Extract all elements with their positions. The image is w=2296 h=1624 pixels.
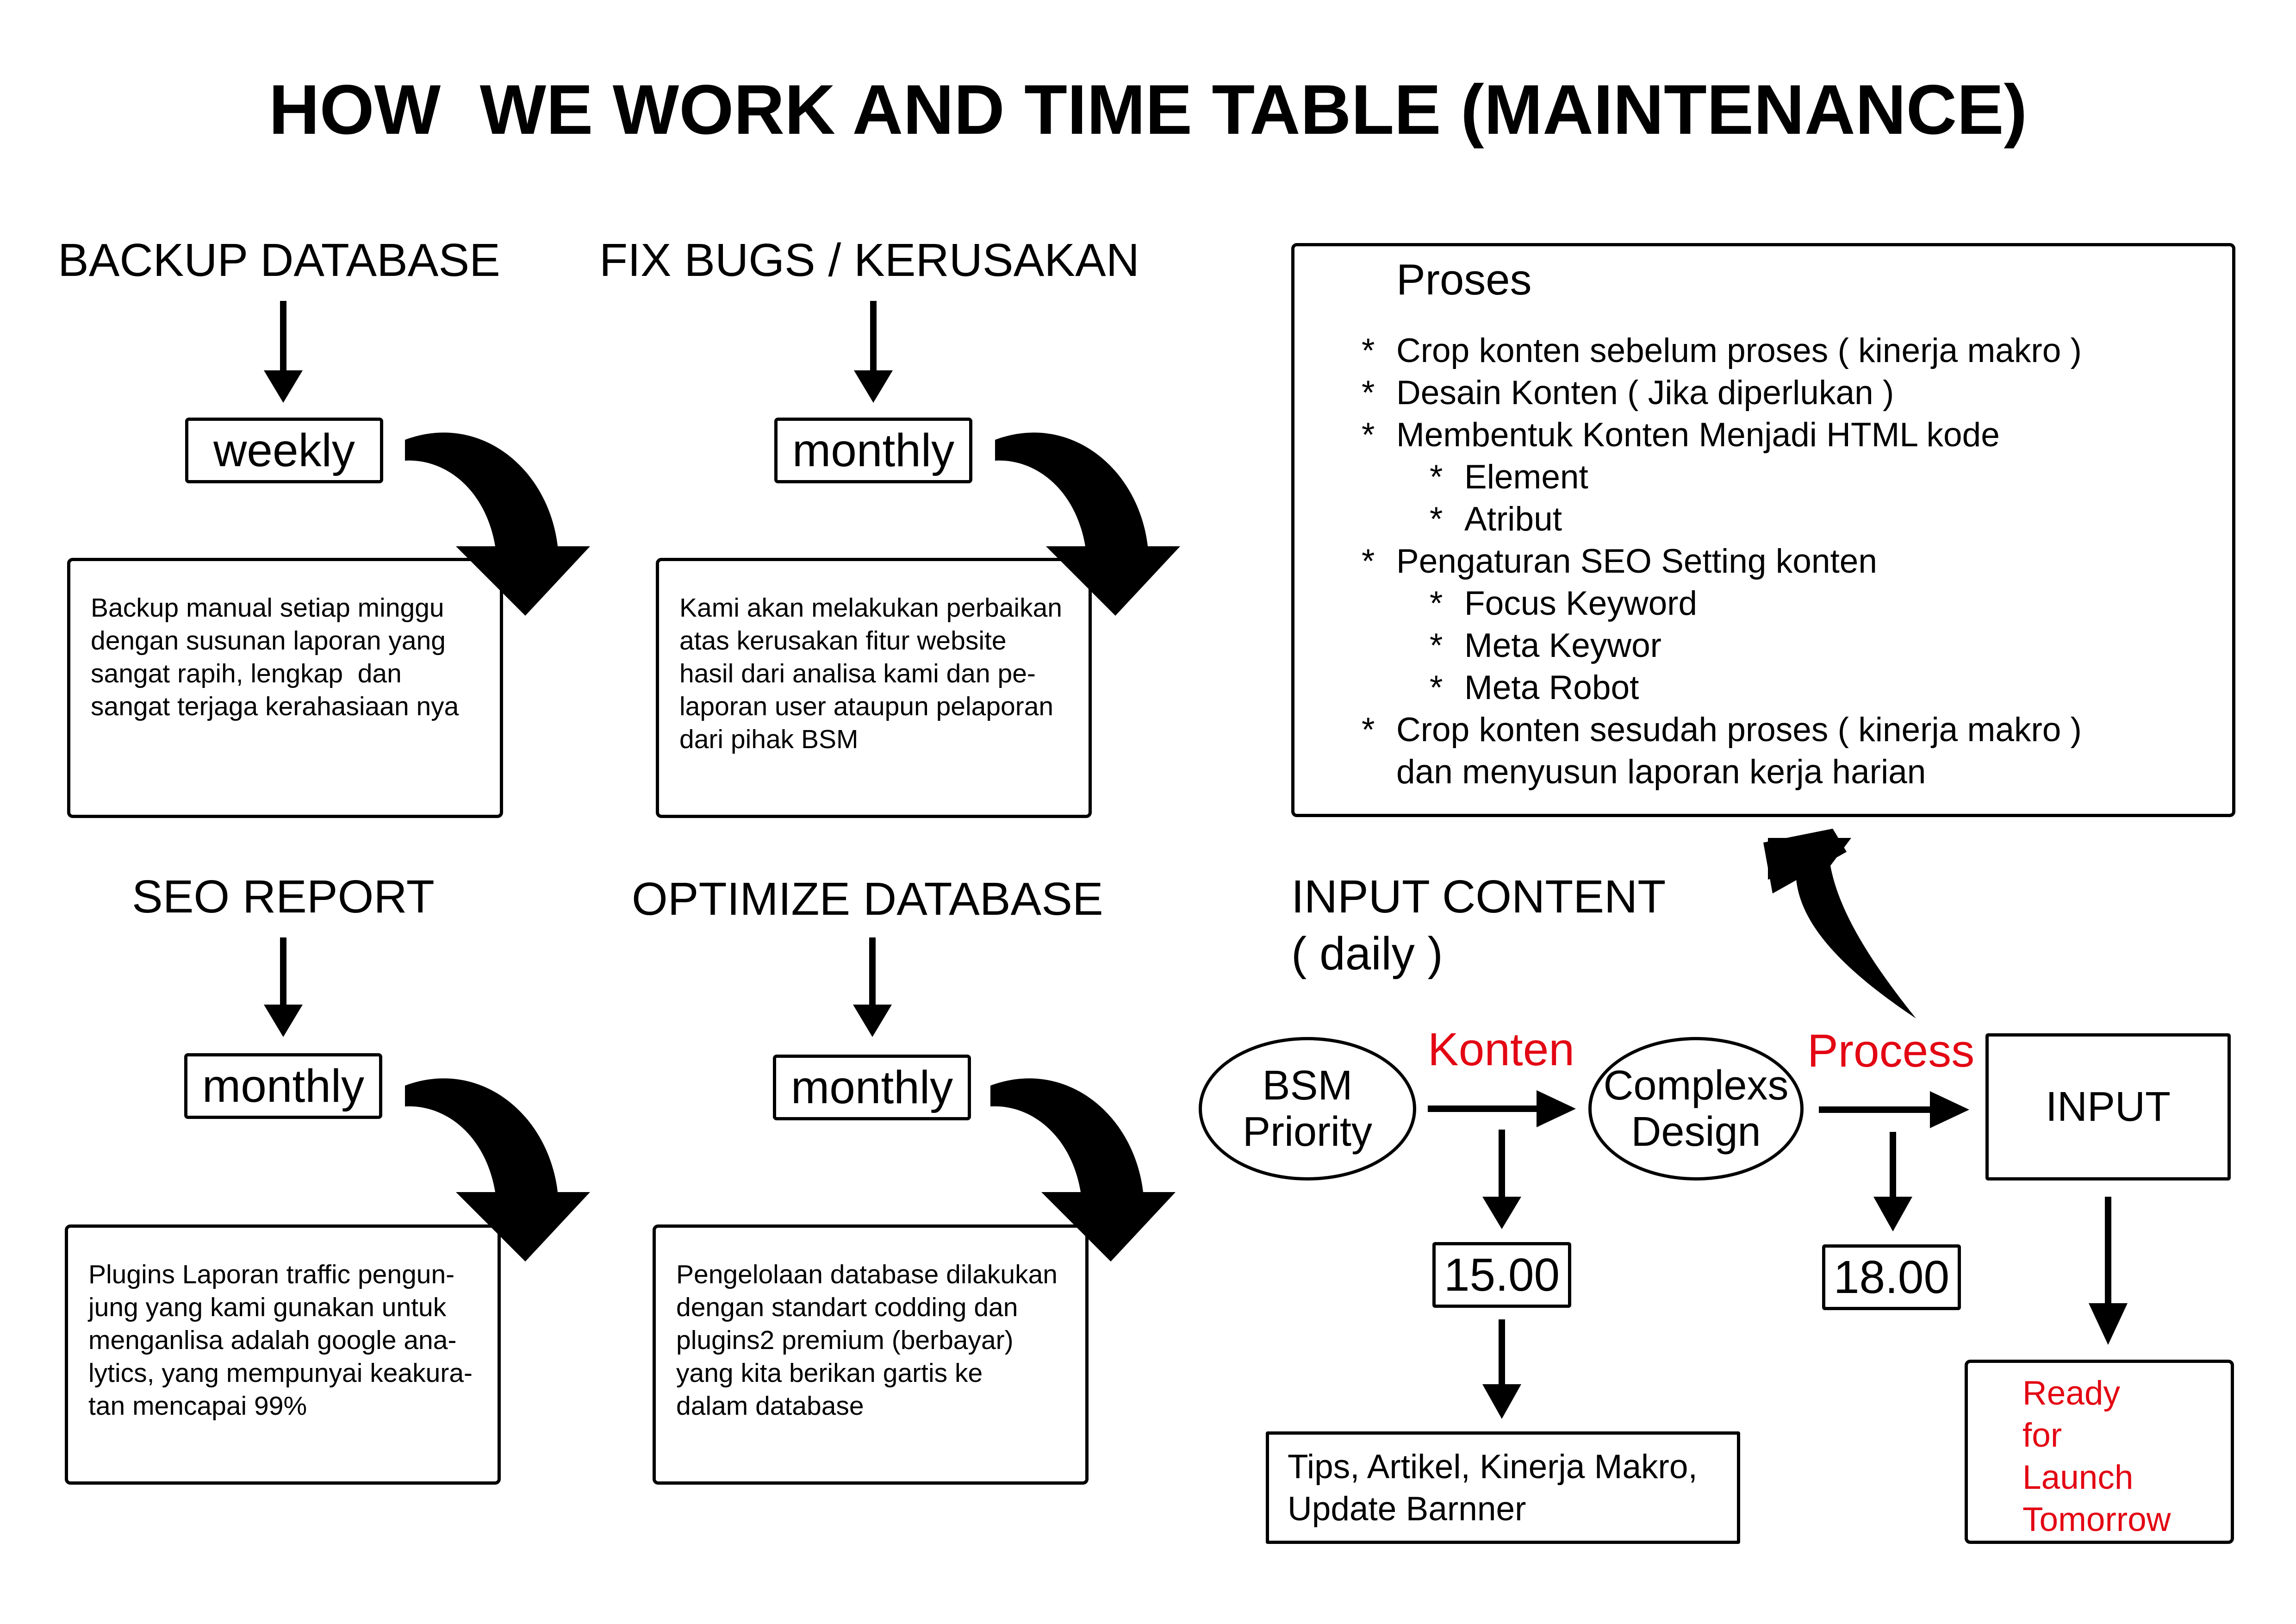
curved-arrow-icon: [995, 432, 1180, 616]
bullet-star: *: [1362, 332, 1375, 369]
proses-item-text: dan menyusun laporan kerja harian: [1396, 753, 1926, 791]
proses-item: dan menyusun laporan kerja harian: [1362, 751, 2082, 793]
fixbugs-description: Kami akan melakukan perbaikan atas kerus…: [656, 558, 1092, 818]
bullet-star: *: [1430, 585, 1443, 622]
proses-item: * Desain Konten ( Jika diperlukan ): [1362, 372, 2082, 414]
proses-item-text: Crop konten sebelum proses ( kinerja mak…: [1396, 332, 2082, 369]
proses-item-text: Atribut: [1464, 500, 1562, 538]
page-title: HOW WE WORK AND TIME TABLE (MAINTENANCE): [268, 70, 2028, 149]
arrow-down-icon: [853, 937, 892, 1037]
proses-item-text: Meta Robot: [1464, 669, 1639, 706]
proses-panel: Proses * Crop konten sebelum proses ( kin…: [1291, 243, 2235, 817]
bullet-star: *: [1362, 711, 1375, 749]
arrow-down-icon: [264, 937, 303, 1037]
arrow-down-icon: [1482, 1319, 1521, 1419]
proses-item: * Meta Robot: [1430, 667, 2082, 709]
proses-title: Proses: [1396, 255, 1532, 304]
proses-item: * Atribut: [1430, 498, 2082, 540]
proses-item: * Focus Keyword: [1430, 582, 2082, 625]
time-1500-badge: 15.00: [1432, 1242, 1571, 1308]
input-content-heading: INPUT CONTENT: [1291, 871, 1666, 923]
seo-report-heading: SEO REPORT: [132, 871, 435, 923]
input-node: INPUT: [1985, 1033, 2231, 1181]
backup-database-heading: BACKUP DATABASE: [58, 234, 500, 286]
proses-item-text: Crop konten sesudah proses ( kinerja mak…: [1396, 711, 2082, 749]
proses-item: * Pengaturan SEO Setting konten: [1362, 540, 2082, 582]
bsm-priority-node: BSM Priority: [1199, 1037, 1416, 1181]
proses-item: * Meta Keywor: [1430, 625, 2082, 667]
arrow-down-icon: [1482, 1130, 1521, 1229]
curved-up-arrow-icon: [1763, 829, 1916, 1018]
proses-list: * Crop konten sebelum proses ( kinerja ma…: [1362, 330, 2082, 793]
proses-item: * Crop konten sebelum proses ( kinerja ma…: [1362, 330, 2082, 372]
bullet-star: *: [1430, 627, 1443, 664]
bullet-star: *: [1362, 416, 1375, 454]
backup-frequency-badge: weekly: [185, 418, 383, 483]
bullet-star: *: [1362, 374, 1375, 412]
arrow-right-icon: [1428, 1090, 1576, 1127]
bullet-star: *: [1430, 458, 1443, 496]
input-content-subheading: ( daily ): [1291, 928, 1443, 980]
optimize-frequency-badge: monthly: [773, 1055, 971, 1120]
arrow-down-icon: [2089, 1197, 2128, 1345]
curved-arrow-icon: [990, 1078, 1176, 1262]
proses-item-text: Pengaturan SEO Setting konten: [1396, 543, 1877, 580]
fixbugs-frequency-badge: monthly: [774, 418, 972, 483]
tips-box: Tips, Artikel, Kinerja Makro, Update Bar…: [1266, 1431, 1740, 1544]
konten-label: Konten: [1428, 1024, 1574, 1075]
proses-item-text: Element: [1464, 458, 1588, 496]
bullet-star: *: [1430, 500, 1443, 538]
process-label: Process: [1807, 1025, 1975, 1077]
curved-arrow-icon: [405, 1078, 590, 1262]
ready-for-launch-box: Ready for Launch Tomorrow: [1965, 1360, 2234, 1544]
time-1800-badge: 18.00: [1822, 1244, 1961, 1310]
proses-item-text: Membentuk Konten Menjadi HTML kode: [1396, 416, 2000, 454]
fix-bugs-heading: FIX BUGS / KERUSAKAN: [599, 234, 1139, 286]
seo-description: Plugins Laporan traffic pengun- jung yan…: [65, 1224, 501, 1485]
proses-item: * Crop konten sesudah proses ( kinerja ma…: [1362, 709, 2082, 751]
bullet-star: *: [1362, 543, 1375, 580]
curved-arrow-icon: [405, 432, 590, 616]
proses-item: * Membentuk Konten Menjadi HTML kode: [1362, 414, 2082, 456]
arrow-down-icon: [854, 301, 893, 403]
arrow-down-icon: [1873, 1132, 1912, 1231]
proses-item-text: Desain Konten ( Jika diperlukan ): [1396, 374, 1894, 412]
proses-item: * Element: [1430, 456, 2082, 498]
optimize-description: Pengelolaan database dilakukan dengan st…: [653, 1224, 1089, 1485]
proses-item-text: Focus Keyword: [1464, 585, 1698, 622]
seo-frequency-badge: monthly: [184, 1053, 382, 1119]
backup-description: Backup manual setiap minggu dengan susun…: [67, 558, 503, 818]
bullet-star: *: [1430, 669, 1443, 706]
complexs-design-node: Complexs Design: [1588, 1037, 1804, 1181]
arrow-down-icon: [264, 301, 303, 403]
arrow-right-icon: [1819, 1091, 1969, 1128]
optimize-database-heading: OPTIMIZE DATABASE: [632, 873, 1103, 925]
proses-item-text: Meta Keywor: [1464, 627, 1661, 664]
